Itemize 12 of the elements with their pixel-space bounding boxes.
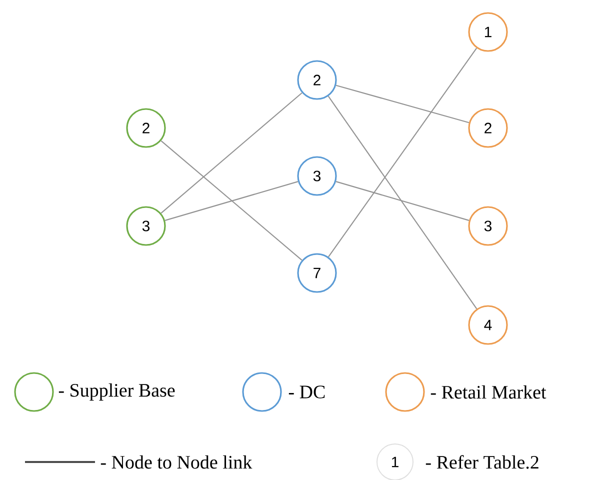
link-line: [328, 96, 478, 310]
legend-text: - Node to Node link: [100, 455, 252, 469]
legend-text: - DC: [288, 386, 325, 398]
link-line: [160, 92, 302, 214]
link-line: [160, 140, 302, 261]
legend-text: - Refer Table.2: [426, 455, 538, 469]
link-line: [336, 181, 470, 221]
link-line: [328, 48, 477, 258]
legend-text: - Retail Market: [430, 385, 546, 399]
legend-text: - Supplier Base: [58, 383, 175, 401]
link-line: [164, 181, 298, 221]
link-line: [336, 84, 470, 124]
